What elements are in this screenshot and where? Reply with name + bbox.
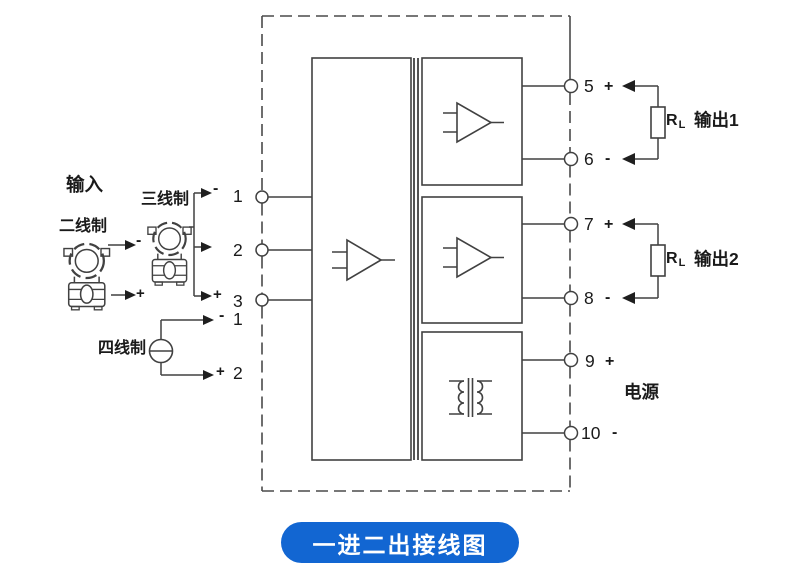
load-resistor-2-icon [650, 244, 666, 277]
wire-arrow-icon [622, 80, 635, 92]
terminal-6-circle [563, 151, 579, 167]
terminal-8-number: 8 [584, 288, 594, 308]
load-resistor-2-label: RL [666, 250, 686, 269]
wire-arrow-icon [203, 315, 214, 325]
three-wire-leads [189, 192, 201, 297]
terminal-2-number: 2 [233, 240, 243, 260]
transformer-icon [449, 378, 492, 417]
four-wire-plus-terminal-ref: 2 [233, 363, 243, 383]
terminal-7-polarity: + [604, 216, 614, 233]
terminal-1-number: 1 [233, 186, 243, 206]
four-wire-minus-terminal-ref: 1 [233, 309, 243, 329]
diagram-title-text: 一进二出接线图 [312, 531, 488, 558]
wire-arrow-icon [622, 153, 635, 165]
terminal-2-circle [255, 243, 269, 257]
terminal-10-number: 10 [581, 423, 601, 443]
wire-arrow-icon [125, 240, 136, 250]
resistor-1-subscript: L [678, 119, 686, 131]
wire-arrow-icon [622, 292, 635, 304]
resistor-2-subscript: L [678, 257, 686, 269]
wire-arrow-icon [201, 291, 212, 301]
output1-amplifier-icon [443, 101, 504, 144]
four-wire-leads [160, 319, 203, 376]
three-wire-minus-mark: - [213, 180, 219, 197]
terminal-9-number: 9 [585, 351, 595, 371]
terminal-7-circle [563, 216, 579, 232]
input-terminal-wires [268, 196, 312, 301]
input-amplifier-icon [332, 238, 395, 282]
three-wire-label: 三线制 [141, 191, 190, 208]
terminal-8-polarity: - [605, 289, 611, 306]
two-wire-leads [108, 244, 125, 296]
output2-label: 输出2 [694, 249, 739, 269]
wire-arrow-icon [125, 290, 136, 300]
wire-arrow-icon [201, 188, 212, 198]
output-terminal-wires [522, 85, 565, 434]
output1-label: 输出1 [694, 110, 739, 130]
four-wire-minus-mark: - [219, 307, 225, 324]
terminal-5-circle [563, 78, 579, 94]
input-section-title: 输入 [66, 174, 104, 195]
output1-load-circuit [635, 85, 666, 160]
four-wire-source-icon [148, 338, 174, 364]
power-label: 电源 [624, 382, 659, 402]
three-wire-plus-mark: + [213, 286, 222, 303]
diagram-title-button[interactable]: 一进二出接线图 [281, 522, 519, 563]
two-wire-plus-mark: + [136, 285, 145, 302]
three-wire-transmitter-icon [146, 221, 193, 287]
terminal-3-number: 3 [233, 291, 243, 311]
terminal-5-number: 5 [584, 76, 594, 96]
terminal-3-circle [255, 293, 269, 307]
wire-arrow-icon [203, 370, 214, 380]
wire-arrow-icon [201, 242, 212, 252]
output2-load-circuit [635, 223, 666, 299]
output2-amplifier-icon [443, 236, 504, 279]
four-wire-plus-mark: + [216, 363, 225, 380]
terminal-6-number: 6 [584, 149, 594, 169]
terminal-7-number: 7 [584, 214, 594, 234]
terminal-9-polarity: + [605, 353, 615, 370]
two-wire-label: 二线制 [59, 218, 108, 235]
terminal-1-circle [255, 190, 269, 204]
two-wire-transmitter-icon [62, 242, 111, 311]
terminal-10-circle [563, 425, 579, 441]
terminal-9-circle [563, 352, 579, 368]
terminal-6-polarity: - [605, 150, 611, 167]
resistor-1-symbol: R [666, 112, 678, 129]
isolation-barrier-lines [413, 58, 419, 460]
four-wire-label: 四线制 [98, 340, 147, 357]
two-wire-minus-mark: - [136, 232, 142, 249]
wire-arrow-icon [622, 218, 635, 230]
load-resistor-1-icon [650, 106, 666, 139]
resistor-2-symbol: R [666, 250, 678, 267]
isolator-enclosure-border [261, 15, 571, 492]
terminal-10-polarity: - [612, 424, 618, 441]
terminal-5-polarity: + [604, 78, 614, 95]
load-resistor-1-label: RL [666, 112, 686, 131]
terminal-8-circle [563, 290, 579, 306]
